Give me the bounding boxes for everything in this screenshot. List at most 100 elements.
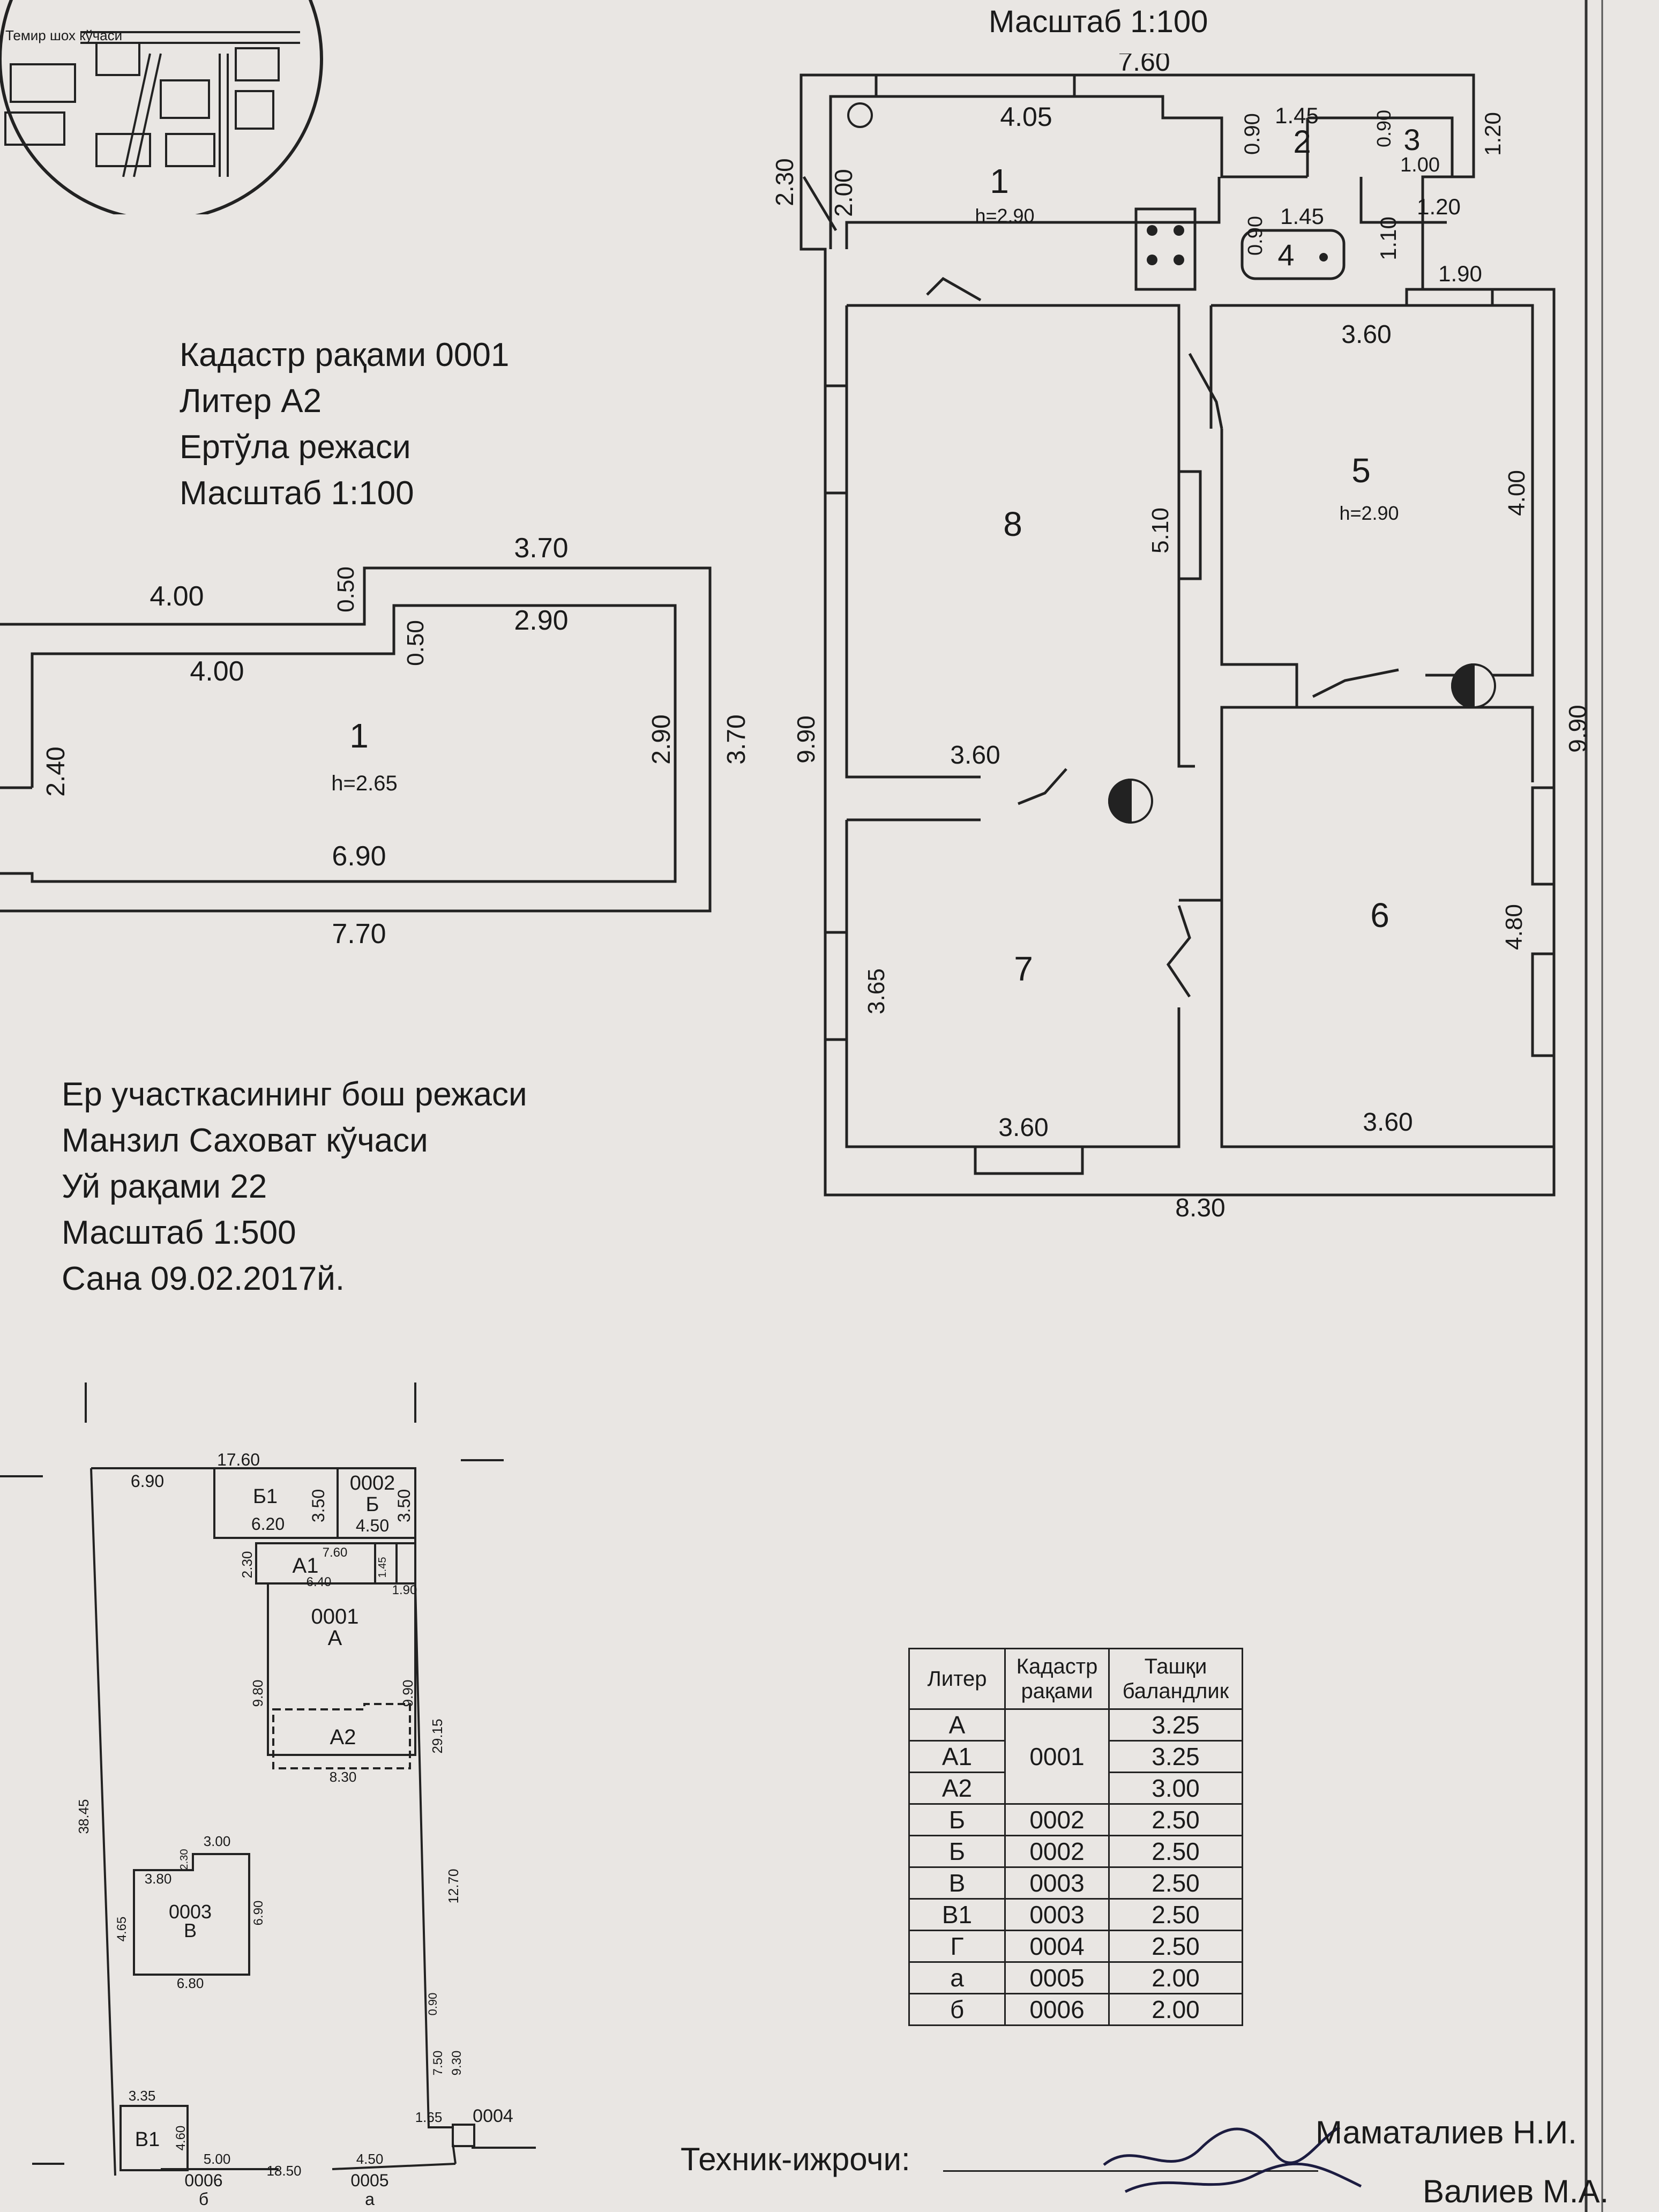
site-dim-r-small: 0.90 bbox=[426, 1993, 439, 2016]
table-cell-height: 3.25 bbox=[1108, 1740, 1243, 1773]
site-dim-a1-right: 1.90 bbox=[392, 1583, 417, 1597]
table-cell-height: 2.50 bbox=[1108, 1866, 1243, 1900]
basement-plan: 3.70 4.00 0.50 0.50 2.90 4.00 2.40 2.90 … bbox=[0, 536, 750, 950]
plan-dim-r6-bottom: 3.60 bbox=[1363, 1108, 1413, 1137]
plan-dim-r2-top: 1.45 bbox=[1275, 103, 1319, 128]
table-row: В 0003 2.50 bbox=[908, 1866, 1243, 1900]
basement-room-height: h=2.65 bbox=[331, 772, 397, 795]
site-code-a05: 0005 bbox=[350, 2171, 388, 2190]
site-dim-v-step: 3.80 bbox=[145, 1871, 172, 1887]
room-3-number: 3 bbox=[1403, 123, 1420, 156]
table-cell-height: 2.00 bbox=[1108, 1961, 1243, 1994]
basement-dim-inner-left: 4.00 bbox=[190, 656, 244, 687]
site-dim-g: 1.65 bbox=[415, 2109, 443, 2125]
basement-title-block: Кадастр рақами 0001 Литер А2 Ертўла режа… bbox=[180, 332, 509, 517]
table-cell-height: 2.50 bbox=[1108, 1898, 1243, 1931]
site-dim-r-a: 7.50 bbox=[431, 2051, 445, 2076]
plan-dim-outer-left: 9.90 bbox=[792, 715, 820, 764]
site-dim-r-b: 9.30 bbox=[450, 2051, 464, 2076]
site-dim-right-lower: 12.70 bbox=[445, 1869, 461, 1903]
basement-dim-step-inner: 0.50 bbox=[402, 620, 429, 666]
plan-dim-r6-right: 4.80 bbox=[1501, 904, 1527, 950]
site-dim-v1-top: 3.35 bbox=[129, 2088, 156, 2104]
basement-dim-right-inner: 2.90 bbox=[647, 714, 676, 764]
signature-label: Техник-ижрочи: bbox=[681, 2141, 910, 2177]
table-cell-liter: А bbox=[908, 1708, 1006, 1742]
table-row: б 0006 2.00 bbox=[908, 1993, 1243, 2026]
plan-dim-r5-right: 4.00 bbox=[1504, 470, 1530, 516]
site-dim-a-bottom: 8.30 bbox=[330, 1769, 357, 1785]
table-cell-cadastre: 0003 bbox=[1004, 1866, 1110, 1900]
plan-dim-r3-right: 1.20 bbox=[1480, 112, 1505, 156]
room-2-number: 2 bbox=[1293, 124, 1311, 160]
basement-dim-top-left: 4.00 bbox=[150, 581, 204, 612]
site-dim-a-left: 9.80 bbox=[250, 1680, 266, 1707]
table-cell-height: 3.25 bbox=[1108, 1708, 1243, 1742]
plan-dim-notch: 1.90 bbox=[1438, 261, 1482, 286]
site-label-a05: а bbox=[365, 2189, 375, 2209]
plan-dim-r7-bottom: 3.60 bbox=[998, 1114, 1048, 1142]
plan-dim-r2-left: 0.90 bbox=[1240, 113, 1264, 155]
site-dim-v1-side: 4.60 bbox=[174, 2126, 188, 2151]
site-dim-a-low: 4.50 bbox=[356, 2151, 384, 2167]
site-dim-right-side: 29.15 bbox=[429, 1718, 445, 1753]
table-header-liter: Литер bbox=[908, 1648, 1006, 1710]
signature-line bbox=[943, 2170, 1318, 2172]
site-scale-line: Масштаб 1:500 bbox=[62, 1214, 296, 1251]
site-dim-top-left: 6.90 bbox=[131, 1471, 164, 1491]
site-dim-top: 17.60 bbox=[217, 1450, 260, 1469]
site-label-a: А bbox=[328, 1626, 342, 1650]
site-dim-a-right: 9.90 bbox=[400, 1680, 416, 1707]
site-dim-left-side: 38.45 bbox=[76, 1799, 92, 1834]
table-cell-cadastre: 0002 bbox=[1004, 1803, 1110, 1836]
site-dim-v-top: 3.00 bbox=[204, 1833, 231, 1849]
site-dim-b1-side: 3.50 bbox=[309, 1489, 328, 1522]
table-cell-liter: А2 bbox=[908, 1772, 1006, 1805]
site-label-b06: б bbox=[199, 2189, 208, 2209]
site-address-line: Манзил Саховат кўчаси bbox=[62, 1122, 428, 1159]
site-label-b1: Б1 bbox=[253, 1485, 278, 1508]
site-dim-a1-small: 1.45 bbox=[377, 1557, 388, 1578]
room-5-height: h=2.90 bbox=[1339, 502, 1399, 524]
room-8-number: 8 bbox=[1003, 505, 1022, 543]
table-row: А2 3.00 bbox=[908, 1772, 1243, 1805]
room-4-number: 4 bbox=[1277, 238, 1294, 272]
site-label-b: Б bbox=[366, 1493, 379, 1516]
basement-dim-step-outer: 0.50 bbox=[333, 566, 359, 612]
table-cell-cadastre: 0001 bbox=[1004, 1708, 1110, 1805]
liter-table-header: Литер Кадастр рақами Ташқи баландлик bbox=[908, 1648, 1243, 1710]
site-dim-a1-top: 7.60 bbox=[323, 1545, 348, 1560]
table-row: а 0005 2.00 bbox=[908, 1961, 1243, 1994]
scale-top-label: Масштаб 1:100 bbox=[989, 4, 1208, 39]
table-cell-liter: Б bbox=[908, 1803, 1006, 1836]
basement-dim-left: 2.40 bbox=[42, 746, 70, 796]
table-cell-cadastre: 0005 bbox=[1004, 1961, 1110, 1994]
table-cell-liter: В bbox=[908, 1866, 1006, 1900]
table-row: Б 0002 2.50 bbox=[908, 1803, 1243, 1836]
site-dim-b: 4.50 bbox=[356, 1516, 389, 1535]
table-header-height: Ташқи баландлик bbox=[1108, 1648, 1243, 1710]
site-dim-v-small: 2.30 bbox=[178, 1849, 190, 1870]
site-label-a2: А2 bbox=[330, 1725, 356, 1749]
table-cell-height: 2.50 bbox=[1108, 1803, 1243, 1836]
table-row: А1 3.25 bbox=[908, 1740, 1243, 1773]
plan-dim-outer-right: 9.90 bbox=[1564, 705, 1591, 753]
basement-room-number: 1 bbox=[349, 716, 369, 755]
plan-dim-r4-right2: 1.20 bbox=[1417, 194, 1461, 219]
plan-dim-r1-left: 2.00 bbox=[829, 169, 857, 217]
signer-name-1: Маматалиев Н.И. bbox=[1316, 2114, 1577, 2150]
liter-table: Литер Кадастр рақами Ташқи баландлик А 0… bbox=[908, 1648, 1243, 2026]
site-dim-gap: 18.50 bbox=[266, 2163, 301, 2179]
plan-dim-r5-top: 3.60 bbox=[1341, 320, 1391, 349]
plan-dim-r4-right: 1.10 bbox=[1376, 216, 1401, 260]
plan-dim-r3-top: 0.90 bbox=[1373, 110, 1395, 147]
site-code-b: 0002 bbox=[350, 1472, 395, 1494]
room-6-number: 6 bbox=[1370, 896, 1389, 935]
room-5-number: 5 bbox=[1351, 451, 1371, 490]
site-code-b06: 0006 bbox=[184, 2171, 222, 2190]
basement-dim-bottom-inner: 6.90 bbox=[332, 841, 386, 872]
site-date-line: Сана 09.02.2017й. bbox=[62, 1260, 345, 1297]
basement-plan-line: Ертўла режаси bbox=[180, 429, 411, 466]
plan-dim-r8-bottom: 3.60 bbox=[950, 741, 1000, 769]
table-cell-liter: б bbox=[908, 1993, 1006, 2026]
